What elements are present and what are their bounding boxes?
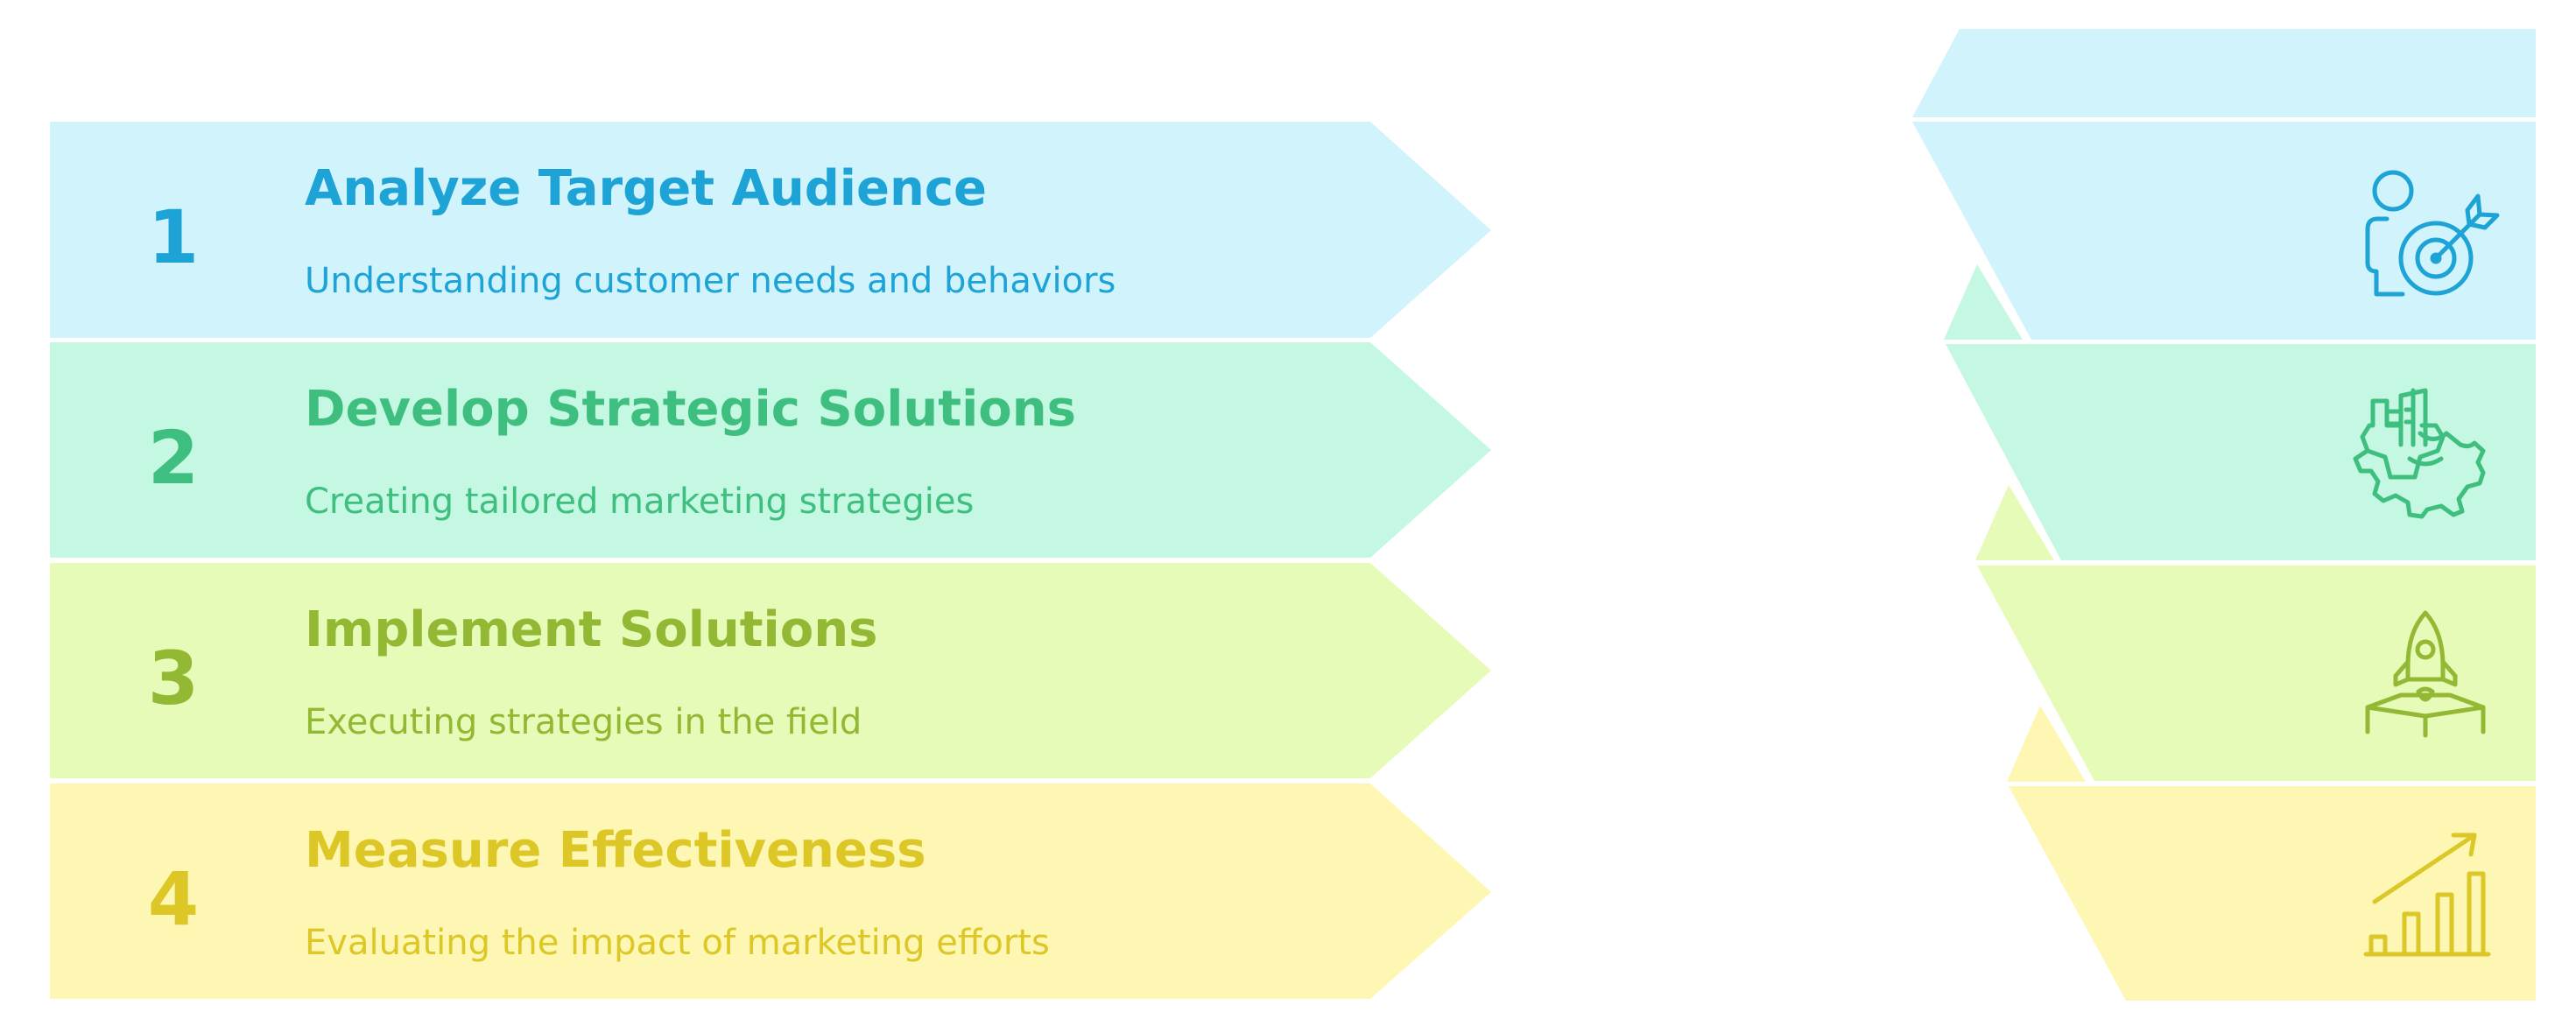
step-4-number: 4 [148, 856, 199, 942]
step-1-number: 1 [148, 194, 199, 280]
step-4-description: Evaluating the impact of marketing effor… [305, 923, 1050, 963]
rocket-launch-icon [2365, 610, 2486, 738]
step-1-arrow-band [50, 122, 1491, 338]
audience-target-icon [2365, 170, 2500, 297]
funnel-face-4 [2009, 786, 2536, 1001]
step-4-arrow-band [50, 784, 1491, 999]
step-2-title: Develop Strategic Solutions [305, 381, 1076, 438]
step-1-description: Understanding customer needs and behavio… [305, 261, 1116, 301]
step-3-number: 3 [148, 636, 199, 721]
step-2-description: Creating tailored marketing strategies [305, 481, 974, 522]
step-2-number: 2 [148, 415, 199, 501]
step-1-row: 1 Analyze Target Audience Understanding … [50, 122, 1491, 338]
funnel-side-3 [1975, 485, 2054, 560]
funnel-side-4 [2007, 706, 2086, 782]
growth-chart-icon [2363, 833, 2491, 957]
step-3-arrow-band [50, 563, 1491, 778]
step-4-row: 4 Measure Effectiveness Evaluating the i… [50, 784, 1491, 999]
step-3-description: Executing strategies in the field [305, 702, 862, 742]
step-2-row: 2 Develop Strategic Solutions Creating t… [50, 342, 1491, 558]
funnel-top-lid [1912, 29, 2536, 117]
step-2-arrow-band [50, 342, 1491, 558]
step-3-title: Implement Solutions [305, 601, 877, 658]
strategy-gear-icon [2353, 388, 2486, 519]
funnel-face-3 [1977, 566, 2536, 781]
funnel-face-1 [1912, 122, 2536, 340]
funnel-face-2 [1946, 344, 2536, 560]
step-3-row: 3 Implement Solutions Executing strategi… [50, 563, 1491, 778]
step-1-title: Analyze Target Audience [305, 160, 987, 217]
step-4-title: Measure Effectiveness [305, 822, 926, 879]
funnel-side-2 [1944, 264, 2023, 340]
